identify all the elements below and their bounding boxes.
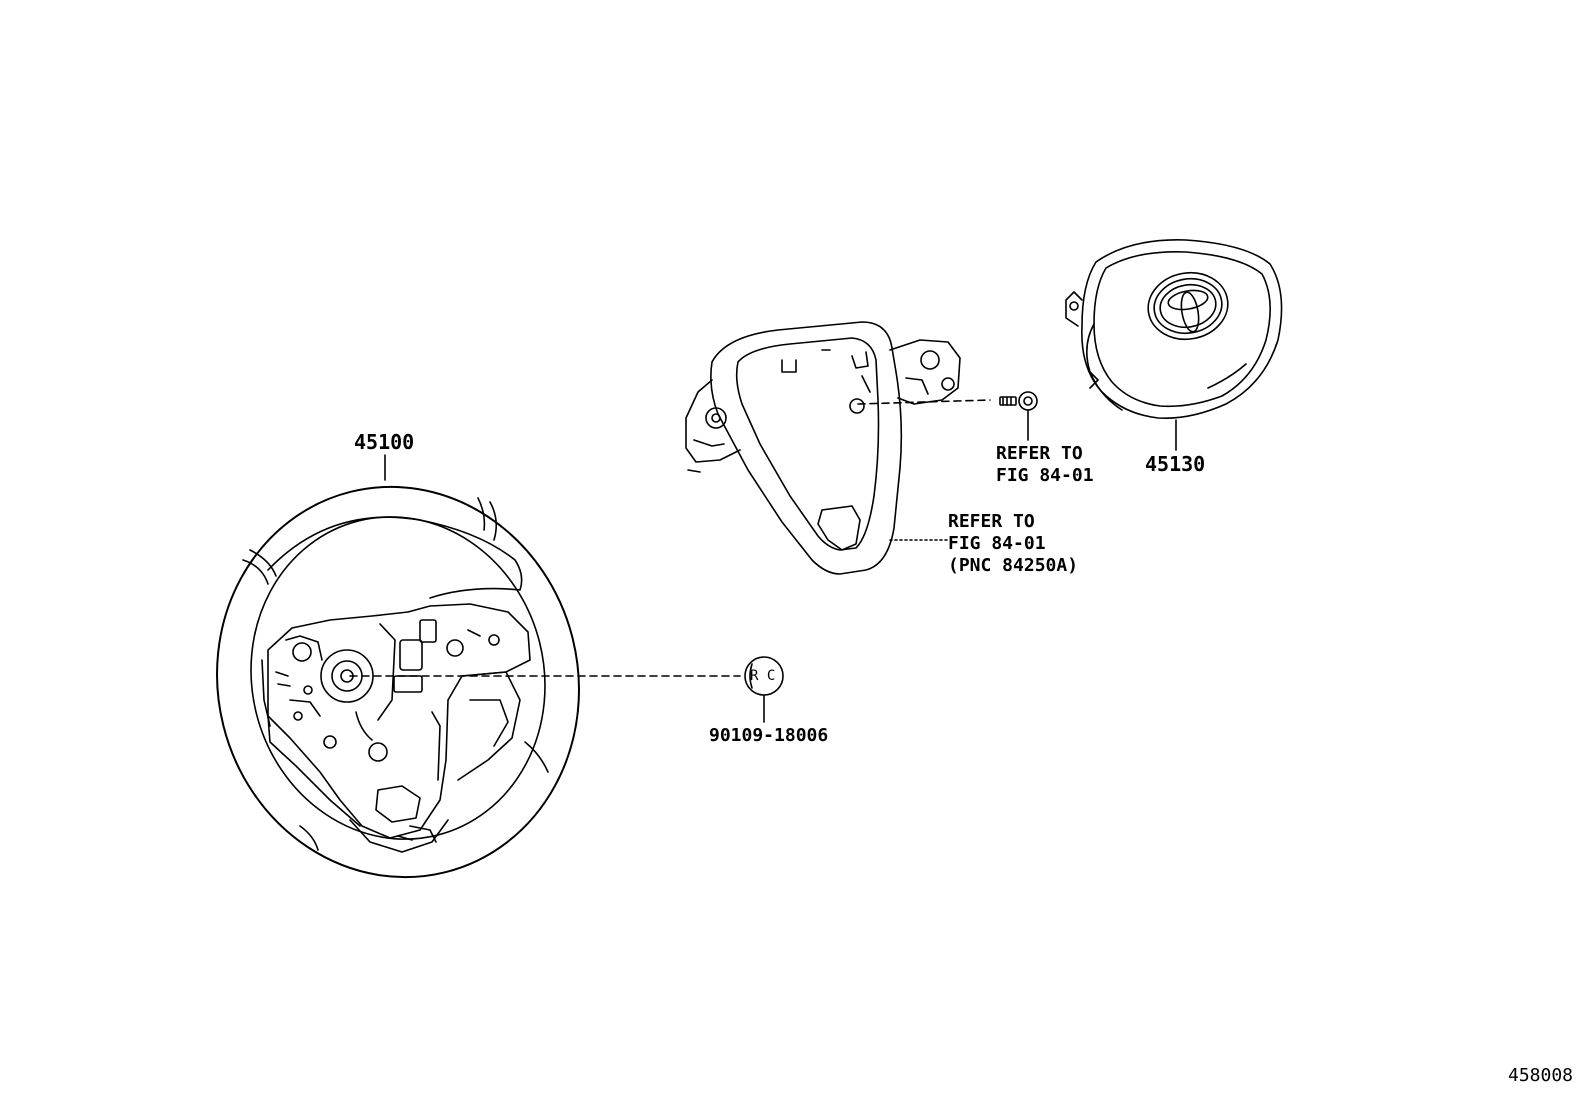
steering-cover-illustration[interactable] [685, 321, 961, 575]
part-label-45130[interactable]: 45130 [1145, 452, 1206, 476]
cover-ref-line1: REFER TO [948, 511, 1035, 532]
cover-ref-line3: (PNC 84250A) [948, 555, 1079, 576]
part-label-45100[interactable]: 45100 [354, 430, 415, 454]
airbag-illustration[interactable] [1065, 239, 1283, 420]
nut-marking-text: R C [750, 668, 776, 684]
dashed-guide-bolt [857, 399, 991, 405]
bolt-illustration[interactable] [999, 391, 1038, 411]
bolt-ref-line1: REFER TO [996, 443, 1083, 464]
part-label-90109-18006[interactable]: 90109-18006 [709, 725, 829, 746]
bolt-ref-line2[interactable]: FIG 84-01 [996, 465, 1094, 486]
steering-wheel-illustration[interactable] [176, 448, 620, 915]
figure-number: 458008 [1508, 1065, 1574, 1086]
cover-ref-line2[interactable]: FIG 84-01 [948, 533, 1046, 554]
